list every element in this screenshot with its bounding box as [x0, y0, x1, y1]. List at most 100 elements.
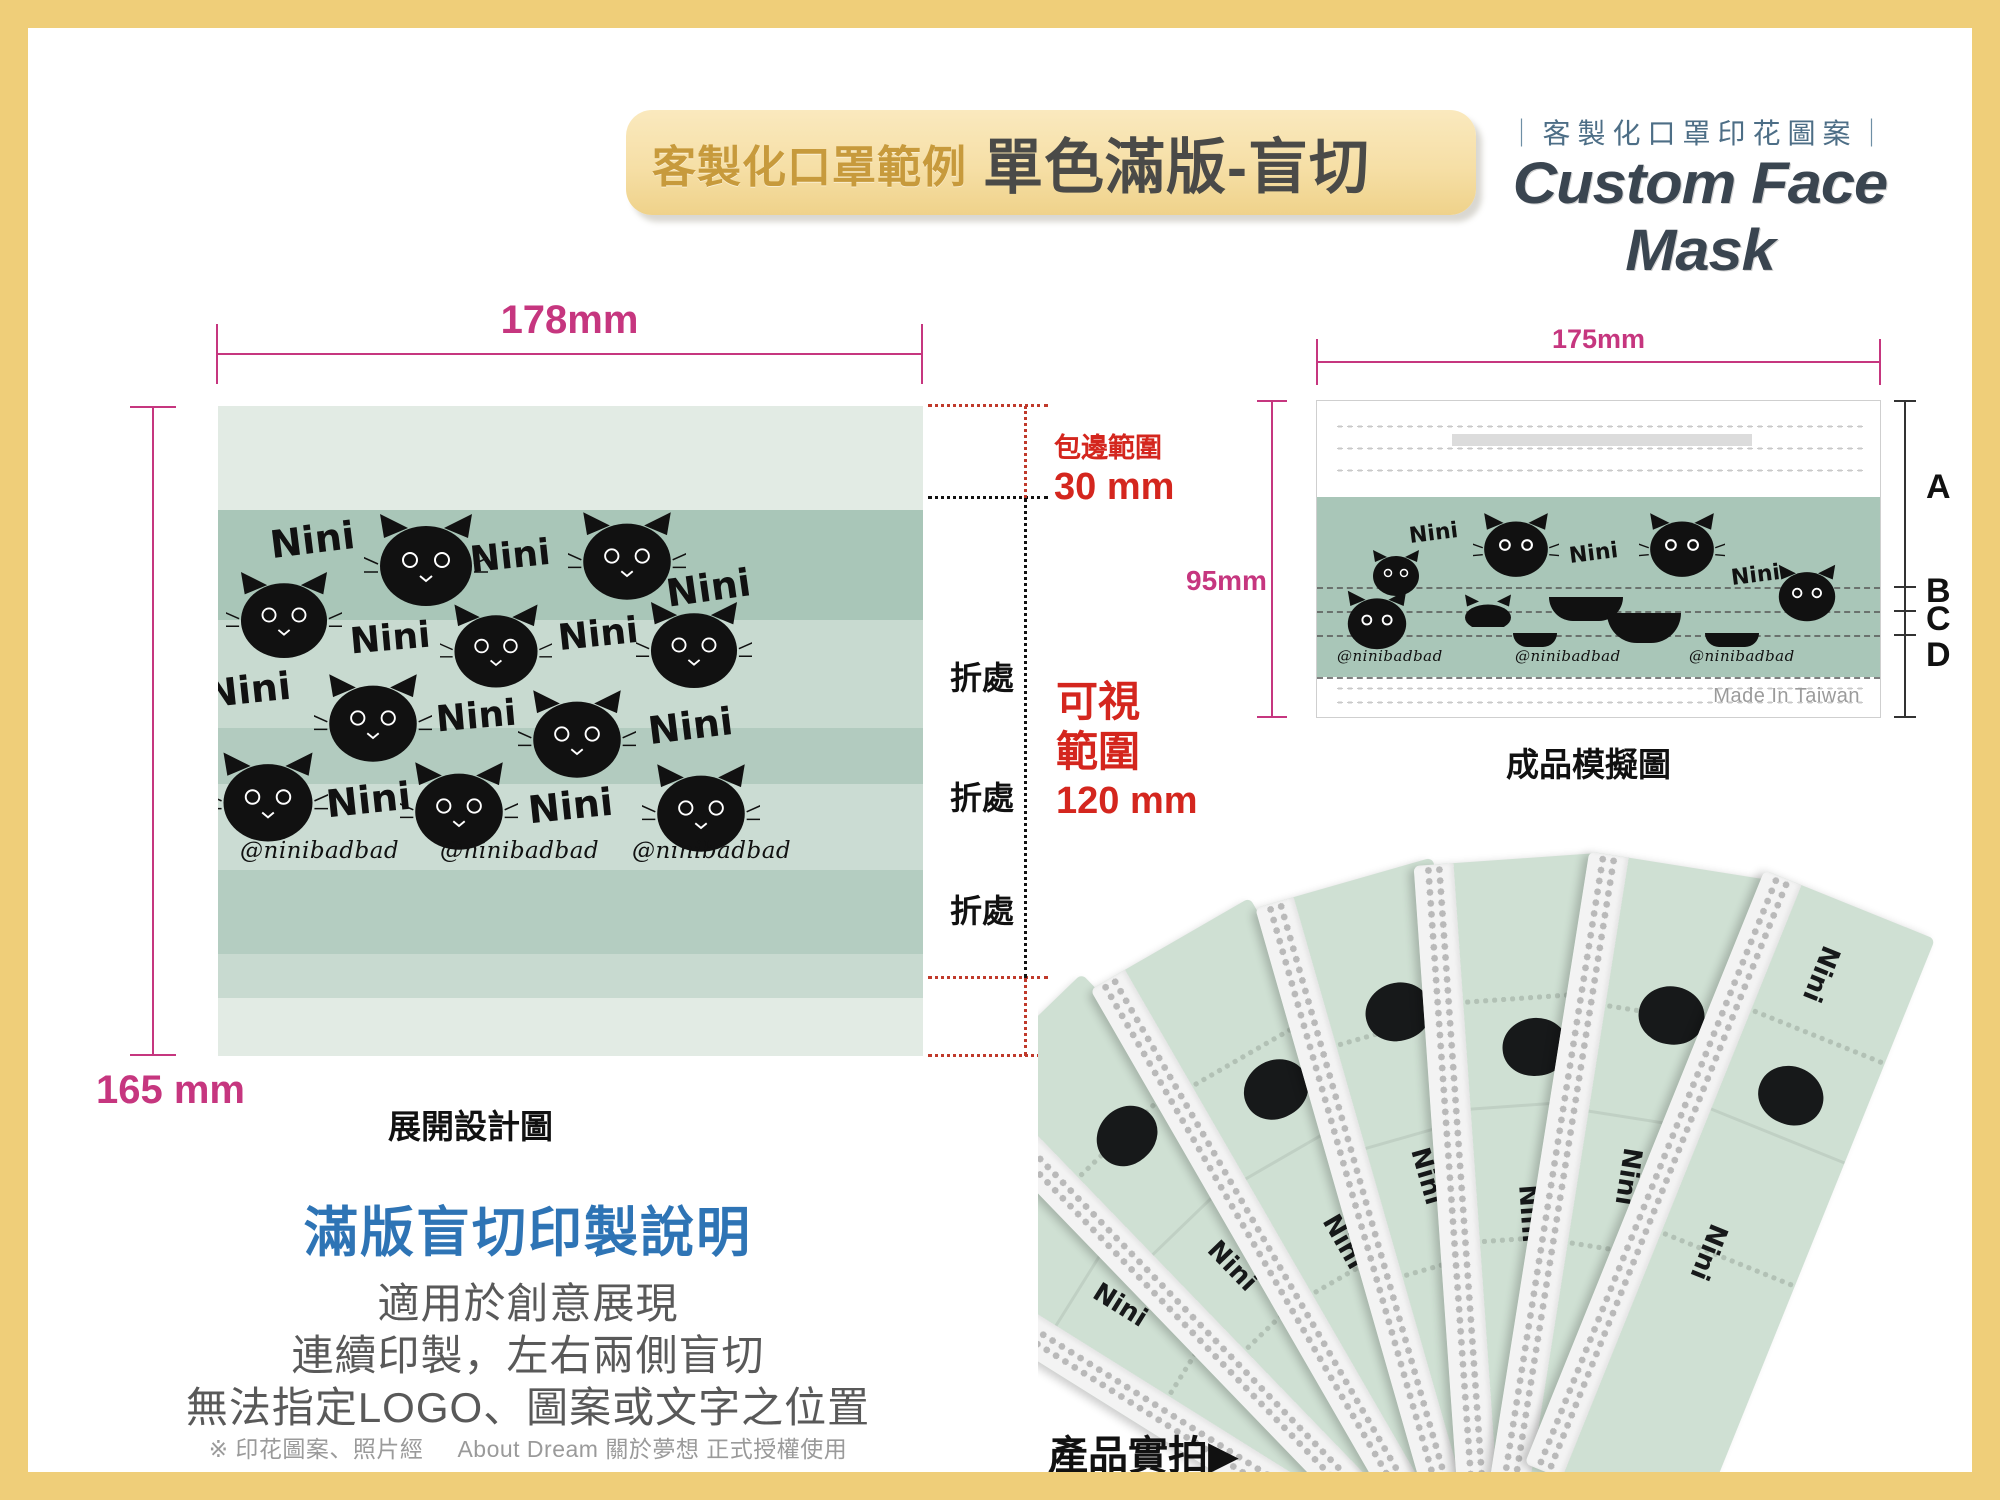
cat-face-icon	[1347, 590, 1407, 650]
visible-area-label-2: 範圍	[1056, 728, 1141, 775]
pattern-nini-text: Nini	[218, 663, 293, 717]
fold-label: 折處	[950, 780, 1015, 816]
mint-band	[218, 870, 923, 954]
cat-face-icon	[226, 571, 342, 659]
pattern-nini-text: Nini	[556, 609, 641, 660]
mock-stitch-row	[1335, 425, 1865, 428]
cat-face-icon	[518, 690, 636, 778]
instagram-handle-text: @ninibadbad	[632, 838, 792, 864]
mint-band	[218, 784, 923, 870]
cat-face-icon	[642, 764, 760, 852]
photo-cat-shape	[1749, 1056, 1833, 1135]
zone-label-a: A	[1926, 468, 1951, 506]
description-line: 無法指定LOGO、圖案或文字之位置	[185, 1384, 871, 1431]
mock-stitch-row	[1335, 687, 1865, 690]
zone-tick-a-b	[1894, 586, 1916, 588]
brand-subtitle-cn: ｜客製化口罩印花圖案｜	[1500, 112, 1900, 152]
cat-face-icon	[364, 514, 488, 606]
photo-nini-text: Nini	[1683, 1219, 1734, 1285]
mock-instagram-handle: @ninibadbad	[1515, 647, 1621, 665]
height-dimension-label: 165 mm	[96, 1068, 245, 1112]
copyright-note-b: About Dream 關於夢想 正式授權使用	[457, 1436, 848, 1462]
brand-logo: ｜客製化口罩印花圖案｜ Custom Face Mask	[1500, 112, 1900, 284]
mock-stitch-row	[1335, 701, 1865, 704]
zone-label-c: C	[1926, 600, 1951, 638]
mock-width-label: 175mm	[1551, 324, 1646, 354]
pattern-nini-text: Nini	[468, 531, 553, 582]
pattern-nini-text: Nini	[348, 614, 433, 663]
product-photo-label: 產品實拍▶	[1048, 1423, 1239, 1472]
visible-dim-line	[1024, 498, 1027, 978]
cat-face-icon	[636, 601, 752, 689]
description-heading: 滿版盲切印製說明	[304, 1203, 752, 1263]
title-main: 單色滿版-盲切	[983, 134, 1370, 201]
edge-bottom-guide-lower	[928, 1054, 1048, 1057]
zone-bracket	[1894, 400, 1916, 718]
zone-guide-d-end	[1317, 677, 1880, 679]
width-dimension-label: 178mm	[500, 298, 639, 342]
cat-face-icon	[1639, 513, 1725, 577]
mint-band	[218, 954, 923, 998]
edge-top-value: 30 mm	[1054, 466, 1175, 508]
zone-tick-c-d	[1894, 634, 1916, 636]
visible-area-label-1: 可視	[1056, 678, 1141, 725]
zone-label-d: D	[1926, 636, 1951, 674]
unfolded-design-section: 178mm 165 mm Nini Nini	[28, 28, 1028, 1472]
brand-rule-right: ｜	[1857, 118, 1893, 149]
mask-pleat-dots	[1749, 1005, 1887, 1068]
play-arrow-icon: ▶	[1208, 1434, 1239, 1472]
brand-title-en: Custom Face Mask	[1512, 151, 1888, 283]
fold-label: 折處	[950, 660, 1015, 696]
edge-bottom-dim-line	[1024, 978, 1027, 1056]
mock-stitch-row	[1335, 469, 1865, 472]
cat-face-icon	[1473, 513, 1559, 577]
mock-instagram-handle: @ninibadbad	[1337, 647, 1443, 665]
product-photo-label-text: 產品實拍	[1048, 1434, 1208, 1472]
cat-face-icon	[314, 674, 432, 762]
copyright-note-a: ※ 印花圖案、照片經	[208, 1436, 424, 1462]
title-prefix: 客製化口罩範例	[652, 142, 967, 192]
unfolded-design-artwork: Nini Nini Nini Nini	[218, 406, 923, 1056]
mock-nose-wire	[1452, 434, 1752, 446]
visible-top-guide	[928, 496, 1048, 499]
description-line: 連續印製，左右兩側盲切	[291, 1332, 765, 1379]
mock-stitch-row	[1335, 447, 1865, 450]
fold-label: 折處	[950, 893, 1015, 929]
zone-guide-a-b	[1317, 587, 1880, 589]
brand-rule-left: ｜	[1507, 118, 1543, 149]
unfolded-design-caption: 展開設計圖	[388, 1108, 553, 1145]
cat-partial-shape	[1705, 633, 1759, 647]
mock-height-line	[1257, 400, 1287, 718]
poster-page: 客製化口罩範例 單色滿版-盲切 ｜客製化口罩印花圖案｜ Custom Face …	[28, 28, 1972, 1472]
mock-mask: Nini Nini Nini @ninibadbad @ninibadbad @…	[1316, 400, 1881, 718]
cat-face-icon	[1778, 564, 1836, 622]
title-banner: 客製化口罩範例 單色滿版-盲切	[626, 110, 1476, 215]
zone-guide-c-d	[1317, 635, 1880, 637]
cat-face-icon	[218, 752, 328, 842]
copyright-note: ※ 印花圖案、照片經 About Dream 關於夢想 正式授權使用	[28, 1430, 1028, 1464]
edge-top-guide	[928, 404, 1048, 407]
mock-height-label: 95mm	[1186, 565, 1267, 596]
visible-area-value: 120 mm	[1056, 780, 1198, 822]
edge-bottom-guide-upper	[928, 976, 1048, 979]
instagram-handle-text: @ninibadbad	[440, 838, 600, 864]
cat-face-icon	[440, 604, 552, 688]
pattern-nini-text: Nini	[525, 779, 615, 833]
brand-subtitle-text: 客製化口罩印花圖案	[1542, 118, 1858, 149]
mock-caption: 成品模擬圖	[1506, 746, 1671, 783]
made-in-taiwan-text: Made In Taiwan	[1713, 685, 1860, 707]
zone-tick-b-c	[1894, 610, 1916, 612]
mock-width-line	[1316, 339, 1881, 385]
photo-nini-text: Nini	[1795, 941, 1846, 1007]
cat-face-icon	[1373, 550, 1419, 596]
mock-instagram-handle: @ninibadbad	[1689, 647, 1795, 665]
edge-top-dim-line	[1024, 406, 1027, 498]
cat-face-icon	[568, 512, 686, 600]
pattern-nini-text: Nini	[434, 692, 519, 741]
product-photo: Nini Nini @ninibadbad Nini	[1038, 828, 1972, 1472]
mint-band	[218, 510, 923, 620]
cat-partial-shape	[1513, 633, 1557, 647]
cat-face-icon	[400, 762, 518, 850]
zone-label-b: B	[1926, 572, 1951, 610]
cat-body-icon	[1465, 594, 1511, 627]
